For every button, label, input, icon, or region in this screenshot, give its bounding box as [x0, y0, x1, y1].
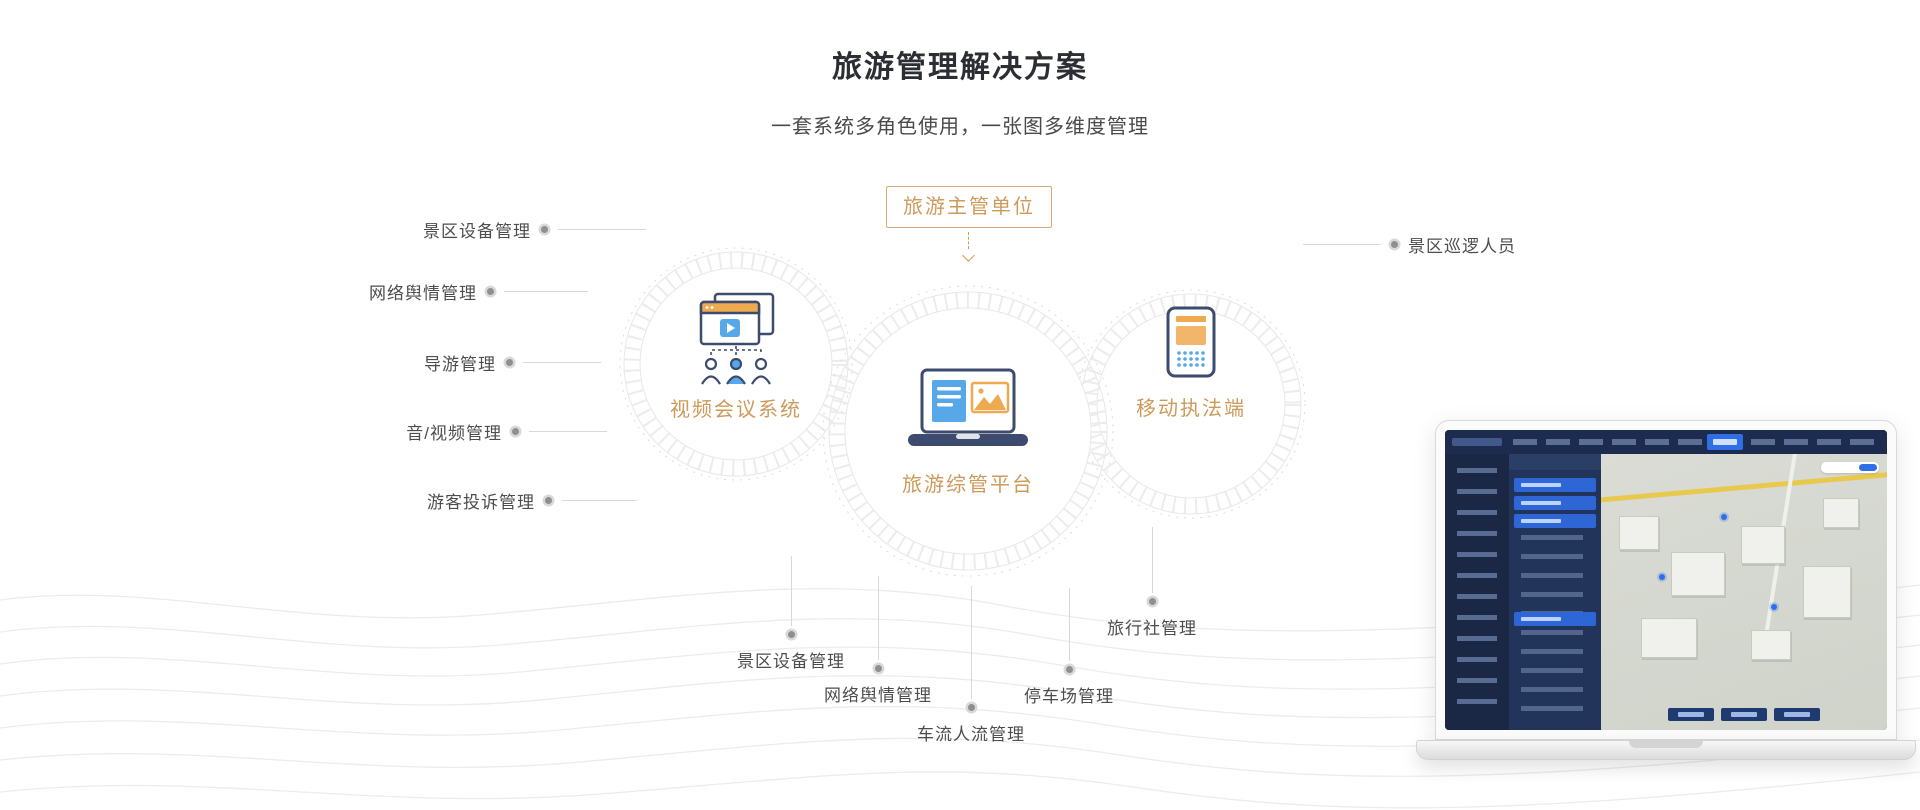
connector-line — [1303, 244, 1381, 245]
mobile-device-icon — [1166, 306, 1216, 383]
map-marker — [1659, 574, 1665, 580]
feature-label: 导游管理 — [424, 355, 496, 374]
feature-label: 网络舆情管理 — [824, 686, 932, 705]
video-conference-icon — [681, 292, 791, 393]
connector-line — [970, 586, 972, 699]
map-toolbar-button — [1721, 708, 1767, 721]
laptop-ui-logo — [1452, 438, 1502, 446]
feature-label: 景区巡逻人员 — [1408, 237, 1516, 256]
map-building — [1619, 516, 1659, 550]
map-search-pill — [1821, 462, 1879, 473]
laptop-base — [1416, 740, 1916, 760]
connector-line — [523, 362, 601, 363]
bottom-label-column: 旅行社管理 — [1072, 527, 1232, 639]
laptop-ui-list-panel — [1509, 454, 1601, 730]
connector-dot — [512, 428, 519, 435]
connector-line — [1068, 588, 1070, 661]
connector-line — [562, 500, 637, 501]
feature-label: 旅行社管理 — [1107, 619, 1197, 638]
laptop-dashboard-icon — [906, 368, 1030, 455]
laptop-ui-active-tab — [1707, 434, 1743, 450]
laptop-ui-highlight-row — [1514, 514, 1596, 528]
map-toolbar-button — [1774, 708, 1820, 721]
feature-label: 车流人流管理 — [917, 725, 1025, 744]
map-marker — [1771, 604, 1777, 610]
laptop-ui-sidebar — [1445, 454, 1509, 730]
laptop-base-notch — [1629, 741, 1703, 748]
bottom-label-column: 车流人流管理 — [891, 586, 1051, 745]
map-toolbar — [1668, 708, 1820, 721]
connector-line — [877, 576, 879, 660]
connector-dot — [487, 288, 494, 295]
feature-label: 网络舆情管理 — [369, 284, 477, 303]
connector-dot — [1148, 598, 1156, 605]
connector-line — [1151, 527, 1153, 593]
map-building — [1803, 566, 1851, 618]
connector-line — [529, 431, 607, 432]
bottom-label-column: 网络舆情管理 — [798, 576, 958, 706]
node-mobile-enforcement-label: 移动执法端 — [1136, 398, 1246, 420]
node-tourism-authority: 旅游主管单位 — [886, 186, 1052, 228]
connector-dot — [506, 359, 513, 366]
laptop-ui-highlight-row — [1514, 496, 1596, 510]
connector-dot — [545, 497, 552, 504]
map-building — [1751, 630, 1791, 660]
connector-dot — [967, 704, 975, 711]
map-marker — [1721, 514, 1727, 520]
connector-dot — [787, 631, 795, 638]
connector-dot — [541, 226, 548, 233]
left-label-row: 景区设备管理 — [423, 217, 646, 242]
feature-label: 景区设备管理 — [423, 222, 531, 241]
left-label-row: 音/视频管理 — [406, 419, 607, 444]
feature-label: 停车场管理 — [1024, 687, 1114, 706]
connector-line — [790, 556, 792, 626]
map-building — [1823, 498, 1859, 528]
feature-label: 景区设备管理 — [737, 652, 845, 671]
left-label-row: 游客投诉管理 — [427, 488, 637, 513]
laptop-ui-highlight-row — [1514, 478, 1596, 492]
dashboard-laptop-mockup — [1416, 420, 1916, 760]
laptop-ui-menu-items-right — [1751, 439, 1879, 445]
feature-label: 游客投诉管理 — [427, 493, 535, 512]
connector-dot — [874, 665, 882, 672]
connector-line — [558, 229, 646, 230]
node-tourism-authority-label: 旅游主管单位 — [903, 196, 1035, 218]
laptop-ui-topbar — [1445, 430, 1887, 454]
left-label-row: 导游管理 — [424, 350, 601, 375]
map-building — [1641, 618, 1697, 658]
laptop-ui-menu-items — [1513, 439, 1703, 445]
connector-dot — [1391, 241, 1398, 248]
page-title: 旅游管理解决方案 — [832, 51, 1088, 84]
map-toolbar-button — [1668, 708, 1714, 721]
left-label-row: 网络舆情管理 — [369, 279, 588, 304]
laptop-screen — [1435, 420, 1897, 740]
node-platform-label: 旅游综管平台 — [902, 474, 1034, 496]
laptop-ui-panel-header — [1509, 454, 1601, 470]
connector-line — [504, 291, 588, 292]
laptop-dashboard-ui — [1445, 430, 1887, 730]
laptop-ui-body — [1445, 454, 1887, 730]
laptop-ui-map — [1601, 454, 1887, 730]
connector-dot — [1065, 666, 1073, 673]
feature-label: 音/视频管理 — [406, 424, 502, 443]
bottom-label-column: 景区设备管理 — [711, 556, 871, 672]
map-building — [1741, 526, 1785, 564]
background-waves-decoration — [0, 584, 1920, 809]
map-building — [1671, 552, 1725, 596]
bottom-label-column: 停车场管理 — [989, 588, 1149, 707]
authority-connector-dash — [968, 232, 969, 249]
node-video-conference-label: 视频会议系统 — [670, 399, 802, 421]
right-label-row: 景区巡逻人员 — [1303, 232, 1516, 257]
page-subtitle: 一套系统多角色使用，一张图多维度管理 — [771, 116, 1149, 138]
arrow-down-icon — [962, 249, 975, 262]
laptop-ui-highlight-row — [1514, 612, 1596, 626]
